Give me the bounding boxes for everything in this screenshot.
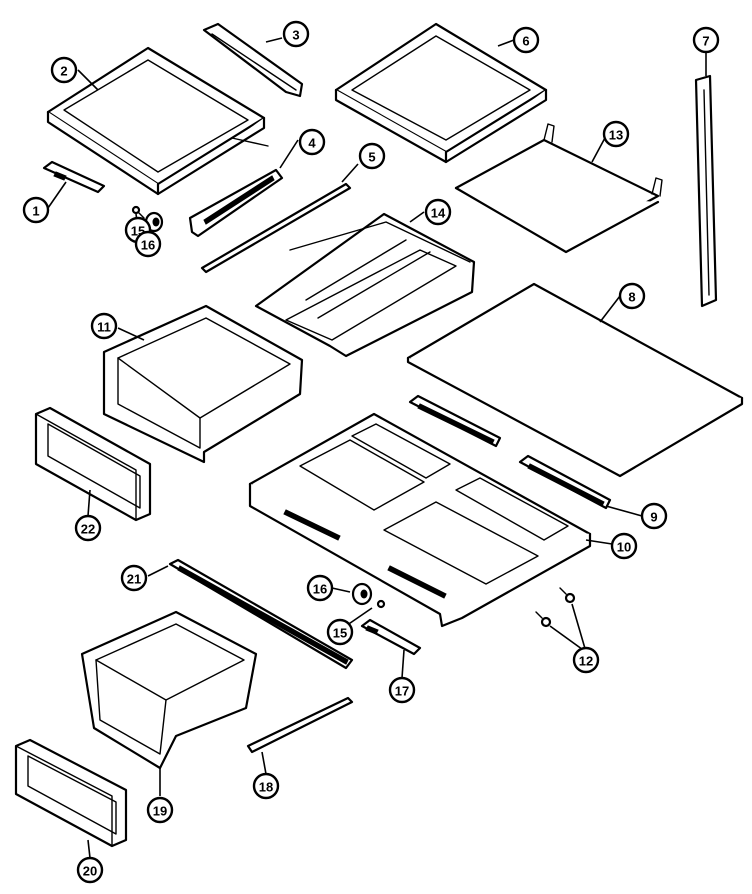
callout-label: 6 xyxy=(522,34,529,49)
callout-label: 16 xyxy=(141,238,155,253)
callout-label: 7 xyxy=(702,34,709,49)
callout-17: 17 xyxy=(388,676,416,704)
callout-label: 4 xyxy=(308,136,316,151)
callout-label: 5 xyxy=(368,150,375,165)
callout-circle xyxy=(120,564,148,592)
callout-circle xyxy=(90,312,118,340)
part-17-bracket xyxy=(360,618,422,656)
callout-circle xyxy=(602,120,630,148)
callout-12: 12 xyxy=(572,646,600,674)
part-20-drawer-front xyxy=(14,738,128,848)
callout-10: 10 xyxy=(610,532,638,560)
callout-15b: 15 xyxy=(326,618,354,646)
part-10-crisper-cover xyxy=(248,412,592,628)
callout-circle xyxy=(618,282,646,310)
callout-7: 7 xyxy=(692,26,720,54)
callout-circle xyxy=(358,142,386,170)
callout-label: 8 xyxy=(628,290,635,305)
part-22-drawer-front xyxy=(34,406,152,522)
callout-label: 21 xyxy=(127,572,141,587)
callout-circle xyxy=(74,514,102,542)
callout-6: 6 xyxy=(512,26,540,54)
callout-circle xyxy=(640,502,668,530)
callout-5: 5 xyxy=(358,142,386,170)
part-18-rod xyxy=(246,696,354,754)
callout-16a: 16 xyxy=(134,230,162,258)
part-14-crisper-frame xyxy=(254,212,476,358)
callout-label: 9 xyxy=(650,510,657,525)
callout-circle xyxy=(282,20,310,48)
callout-label: 18 xyxy=(259,780,273,795)
callout-label: 1 xyxy=(32,204,39,219)
callout-circle xyxy=(326,618,354,646)
part-9-rail-lower xyxy=(518,454,612,510)
part-16-roller-lower xyxy=(351,582,373,606)
callout-label: 3 xyxy=(292,28,299,43)
callout-4: 4 xyxy=(298,128,326,156)
part-7-vertical-rail xyxy=(694,74,718,308)
part-4-slide-rail xyxy=(188,168,284,238)
part-12-screws xyxy=(535,587,576,628)
callout-11: 11 xyxy=(90,312,118,340)
part-1-bracket xyxy=(42,160,106,194)
part-6-shelf xyxy=(334,22,548,164)
part-21-rail xyxy=(168,558,354,670)
callout-circle xyxy=(306,574,334,602)
part-9-rail-upper xyxy=(408,394,502,448)
part-19-drawer xyxy=(80,610,258,770)
callout-circle xyxy=(50,56,78,84)
callout-label: 20 xyxy=(83,864,97,879)
callout-circle xyxy=(512,26,540,54)
callout-label: 19 xyxy=(153,804,167,819)
callout-label: 15 xyxy=(333,626,347,641)
part-8-glass-panel xyxy=(406,282,744,478)
part-15-screw-lower xyxy=(376,599,386,609)
callout-label: 17 xyxy=(395,684,409,699)
callout-label: 2 xyxy=(60,64,67,79)
callout-16b: 16 xyxy=(306,574,334,602)
callout-label: 22 xyxy=(81,522,95,537)
callout-2: 2 xyxy=(50,56,78,84)
callout-9: 9 xyxy=(640,502,668,530)
callout-circle xyxy=(252,772,280,800)
callout-circle xyxy=(298,128,326,156)
callout-18: 18 xyxy=(252,772,280,800)
callout-label: 10 xyxy=(617,540,631,555)
callout-13: 13 xyxy=(602,120,630,148)
callout-20: 20 xyxy=(76,856,104,884)
callout-circle xyxy=(388,676,416,704)
callout-circle xyxy=(610,532,638,560)
callout-circle xyxy=(424,198,452,226)
callout-circle xyxy=(134,230,162,258)
callout-label: 12 xyxy=(579,654,593,669)
callout-8: 8 xyxy=(618,282,646,310)
callout-label: 13 xyxy=(609,128,623,143)
callout-19: 19 xyxy=(146,796,174,824)
callout-14: 14 xyxy=(424,198,452,226)
callout-label: 14 xyxy=(431,206,446,221)
callout-circle xyxy=(692,26,720,54)
part-13-shelf xyxy=(454,123,663,254)
part-3-rail xyxy=(202,22,304,98)
callout-circle xyxy=(22,196,50,224)
callout-circle xyxy=(76,856,104,884)
part-5-rod xyxy=(200,182,352,274)
callout-circle xyxy=(146,796,174,824)
callout-3: 3 xyxy=(282,20,310,48)
part-11-crisper-drawer xyxy=(102,304,304,464)
part-2-shelf xyxy=(46,46,269,196)
callout-circle xyxy=(572,646,600,674)
callout-label: 16 xyxy=(313,582,327,597)
callout-1: 1 xyxy=(22,196,50,224)
callout-label: 11 xyxy=(97,320,111,335)
callout-22: 22 xyxy=(74,514,102,542)
callout-21: 21 xyxy=(120,564,148,592)
part-15-screw-upper xyxy=(131,205,145,219)
